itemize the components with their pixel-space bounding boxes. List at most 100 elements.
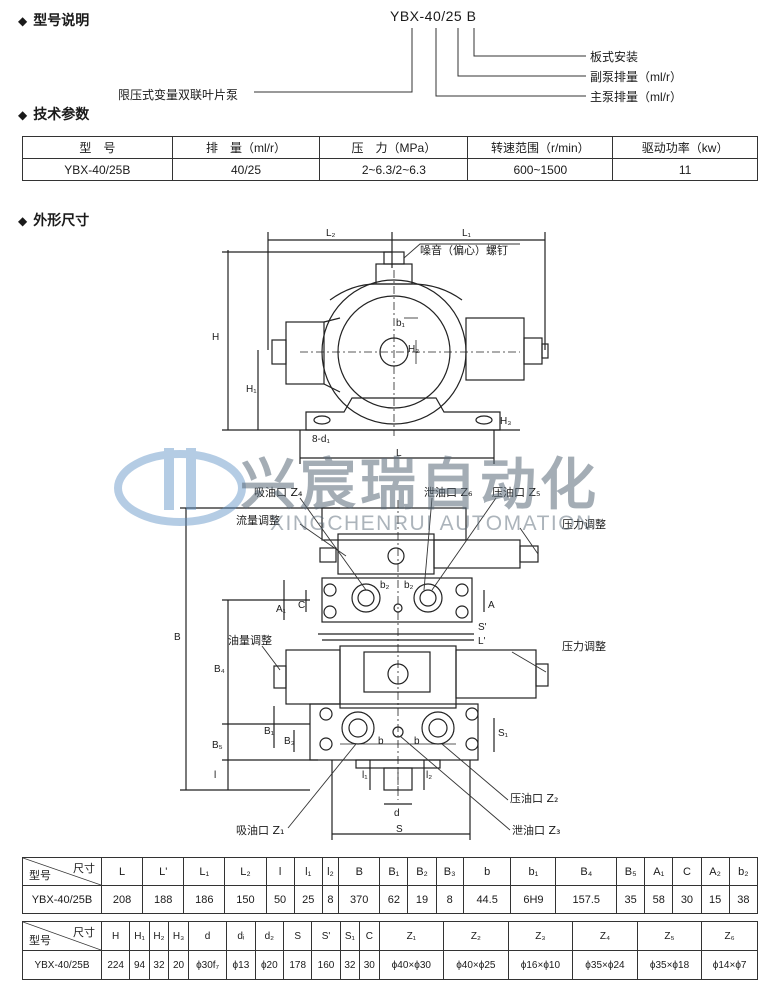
- watermark-text-cn: 兴宸瑞自动化: [240, 453, 600, 518]
- corner-model-label: 型号: [29, 870, 51, 882]
- table-cell: 8: [435, 885, 464, 914]
- table-header-cell: S₁: [339, 921, 361, 951]
- table-header-cell: l₁: [293, 857, 323, 886]
- diamond-bullet-icon: ◆: [18, 214, 28, 228]
- label-H: H: [212, 332, 219, 343]
- table-cell: 6H9: [510, 885, 557, 914]
- label-b-left: b: [378, 736, 384, 747]
- table-header-cell: A₂: [700, 857, 730, 886]
- table-cell: 30: [672, 885, 702, 914]
- label-b2a: b₂: [380, 580, 390, 591]
- label-L2: L₂: [326, 228, 336, 239]
- table-cell-model: YBX-40/25B: [22, 885, 102, 914]
- table-cell: 188: [142, 885, 185, 914]
- label-l1: l₁: [362, 770, 368, 781]
- dimensions-table-1: 尺寸 型号 L L' L₁ L₂ l l₁ l₂ B B₁ B₂ B₃ b b₁…: [22, 857, 759, 914]
- table-cell: 62: [379, 885, 409, 914]
- label-B1: B₁: [264, 726, 275, 737]
- label-press-z2: 压油口 Z₂: [510, 791, 558, 805]
- table-cell: 32: [148, 950, 170, 980]
- table-header-cell: B₁: [379, 857, 409, 886]
- table-corner-cell: 尺寸 型号: [22, 921, 102, 951]
- label-press-z5: 压油口 Z₅: [492, 485, 540, 499]
- table-cell: ϕ40×ϕ30: [378, 950, 445, 980]
- table-header-cell: 排 量（ml/r）: [171, 136, 321, 159]
- table-cell: 150: [224, 885, 267, 914]
- front-view: [222, 232, 549, 464]
- label-A: A: [488, 600, 495, 611]
- label-suction-z4: 吸油口 Z₄: [254, 485, 303, 499]
- label-l2: l₂: [426, 770, 432, 781]
- label-L: L: [396, 448, 402, 459]
- model-code: YBX-40/25 B: [390, 8, 477, 24]
- label-l: l: [214, 770, 216, 781]
- table-row: YBX-40/25B 208 188 186 150 50 25 8 370 6…: [22, 885, 759, 914]
- legend-pump-type: 限压式变量双联叶片泵: [118, 88, 239, 102]
- table-header-cell: B: [338, 857, 381, 886]
- table-cell: 224: [100, 950, 131, 980]
- label-H3: H₃: [500, 416, 511, 427]
- legend-aux-pump: 副泵排量（ml/r）: [590, 70, 682, 84]
- legend-plate-mount: 板式安装: [590, 50, 639, 64]
- section-title: 技术参数: [33, 106, 90, 122]
- label-8d1: 8-d₁: [312, 434, 330, 445]
- table-corner-cell: 尺寸 型号: [22, 857, 102, 886]
- legend-main-pump: 主泵排量（ml/r）: [590, 90, 682, 104]
- table-cell: ϕ20: [254, 950, 285, 980]
- label-flow-adjust: 流量调整: [236, 513, 280, 527]
- table-header-cell: L₁: [183, 857, 226, 886]
- table-header-cell: Z₁: [378, 921, 445, 951]
- table-row: YBX-40/25B 224 94 32 20 ϕ30f₇ ϕ13 ϕ20 17…: [22, 950, 758, 980]
- table-cell: ϕ30f₇: [187, 950, 228, 980]
- table-header-cell: S: [283, 921, 313, 951]
- table-header-cell: L: [100, 857, 144, 886]
- table-header-cell: A₁: [644, 857, 674, 886]
- table-header-cell: l: [265, 857, 295, 886]
- table-header-cell: B₅: [616, 857, 646, 886]
- table-cell: 11: [612, 158, 758, 181]
- table-cell: 19: [407, 885, 437, 914]
- table-header-cell: Z₂: [443, 921, 509, 951]
- table-header-cell: L₂: [224, 857, 267, 886]
- table-cell: 38: [728, 885, 759, 914]
- label-S: S: [396, 824, 403, 835]
- label-C: C: [298, 600, 305, 611]
- table-cell: 35: [616, 885, 646, 914]
- table-header-cell: H₃: [168, 921, 189, 951]
- watermark-logo: [114, 448, 246, 526]
- diamond-bullet-icon: ◆: [18, 108, 28, 122]
- table-header-cell: S': [311, 921, 341, 951]
- corner-dim-label: 尺寸: [73, 863, 95, 875]
- label-L1: L₁: [462, 228, 472, 239]
- table-header-cell: d₂: [254, 921, 285, 951]
- corner-model-label: 型号: [29, 935, 51, 947]
- legend-leaders: [254, 28, 586, 97]
- corner-dim-label: 尺寸: [73, 927, 95, 939]
- diamond-bullet-icon: ◆: [18, 14, 28, 28]
- label-H1: H₁: [246, 384, 257, 395]
- table-cell-model: YBX-40/25B: [22, 950, 102, 980]
- label-b-right: b: [414, 736, 420, 747]
- dimensions-table-2: 尺寸 型号 H H₁ H₂ H₃ d dᵢ d₂ S S' S₁ C Z₁ Z₂…: [22, 921, 758, 980]
- watermark-text-en: XINGCHENRUI AUTOMATION: [270, 512, 593, 535]
- table-cell: 370: [338, 885, 381, 914]
- table-cell: ϕ35×ϕ24: [572, 950, 638, 980]
- section-title: 外形尺寸: [33, 212, 90, 228]
- table-header-cell: Z₄: [572, 921, 638, 951]
- table-header-cell: Z₅: [636, 921, 703, 951]
- table-cell: 32: [339, 950, 361, 980]
- table-cell: 30: [359, 950, 380, 980]
- callout-leaders: [261, 243, 547, 831]
- label-oil-adjust: 油量调整: [228, 633, 272, 647]
- label-suction-z1: 吸油口 Z₁: [236, 823, 284, 837]
- table-cell: 94: [129, 950, 150, 980]
- table-cell: ϕ35×ϕ18: [636, 950, 703, 980]
- table-cell: 160: [311, 950, 341, 980]
- table-header-cell: H₂: [148, 921, 170, 951]
- table-header-row: 型 号 排 量（ml/r） 压 力（MPa） 转速范围（r/min） 驱动功率（…: [22, 136, 758, 159]
- label-L-prime: L': [478, 636, 486, 647]
- section-tech-params: ◆ 技术参数: [18, 104, 89, 124]
- label-press-adjust-mid: 压力调整: [562, 639, 606, 653]
- plan-view: [180, 500, 549, 840]
